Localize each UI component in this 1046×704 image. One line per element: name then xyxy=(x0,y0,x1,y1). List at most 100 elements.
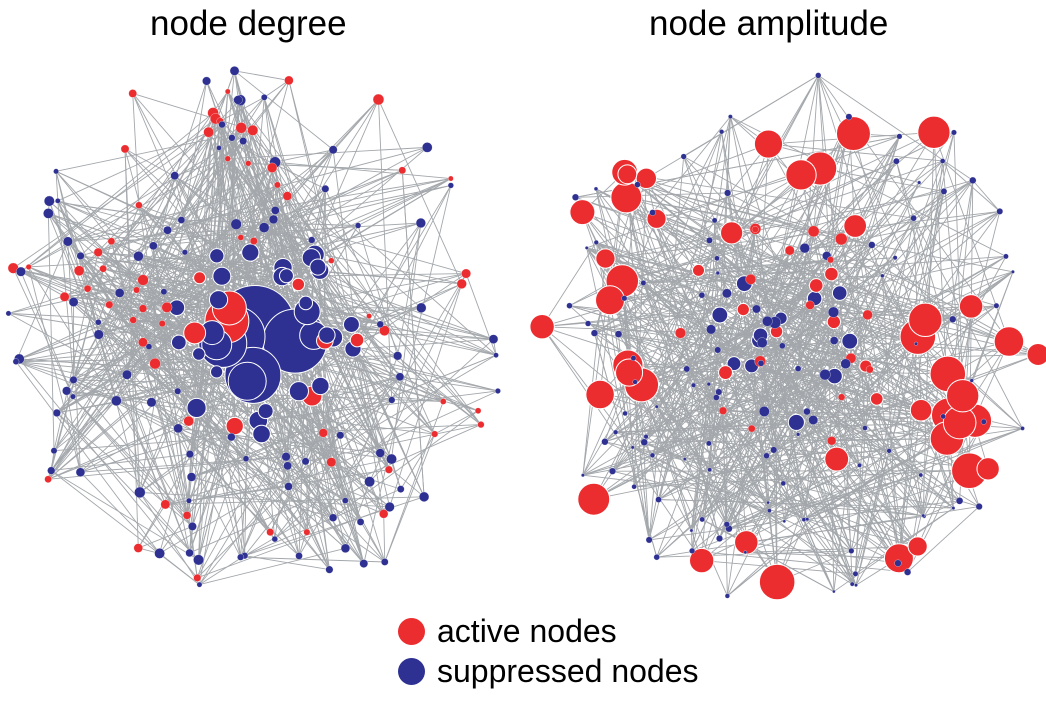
suppressed-node xyxy=(640,280,647,286)
active-node xyxy=(193,271,207,285)
suppressed-node xyxy=(70,393,76,400)
network-node-amplitude xyxy=(529,72,1046,601)
suppressed-node xyxy=(614,330,623,338)
suppressed-node xyxy=(114,288,125,298)
network-edge xyxy=(727,192,770,511)
network-edge xyxy=(311,376,401,397)
network-edge xyxy=(176,239,312,309)
network-edge xyxy=(47,353,200,480)
network-edge xyxy=(12,267,74,397)
suppressed-node xyxy=(311,376,330,396)
suppressed-node xyxy=(630,355,637,361)
network-edge xyxy=(644,438,947,443)
network-edge xyxy=(111,241,232,438)
network-edge xyxy=(240,395,313,558)
network-edge xyxy=(189,344,218,553)
network-edge xyxy=(727,192,900,559)
suppressed-node xyxy=(230,218,242,230)
active-node xyxy=(237,234,244,241)
network-edge xyxy=(848,116,866,429)
network-edge xyxy=(953,132,964,396)
network-edge xyxy=(142,195,288,281)
network-edge xyxy=(656,218,949,416)
active-node xyxy=(461,268,471,279)
network-edge xyxy=(234,70,289,81)
network-edge xyxy=(618,333,870,370)
suppressed-node xyxy=(146,397,157,408)
suppressed-node xyxy=(328,513,338,522)
network-edge xyxy=(652,212,1039,355)
network-edge xyxy=(751,168,821,429)
active-node xyxy=(120,144,130,154)
active-node xyxy=(99,265,107,273)
network-edge xyxy=(194,121,221,333)
network-edge xyxy=(595,188,899,564)
network-edge xyxy=(594,333,658,558)
suppressed-node xyxy=(216,145,222,151)
suppressed-node xyxy=(63,236,73,247)
network-edge xyxy=(806,116,850,412)
network-edge xyxy=(287,395,313,466)
network-edge xyxy=(850,416,944,552)
suppressed-node xyxy=(940,188,948,195)
network-edge xyxy=(645,178,857,586)
suppressed-node xyxy=(233,95,243,105)
network-edge xyxy=(804,244,872,249)
network-edge xyxy=(258,390,498,422)
network-edge xyxy=(139,492,199,561)
network-edge xyxy=(817,75,974,181)
network-edge xyxy=(357,225,399,356)
active-node xyxy=(149,358,161,370)
network-edge xyxy=(176,118,217,308)
suppressed-node xyxy=(202,76,211,86)
suppressed-node xyxy=(364,476,375,487)
network-edge xyxy=(151,401,386,563)
network-edge xyxy=(709,160,943,241)
network-edge xyxy=(701,398,877,520)
suppressed-node xyxy=(815,72,822,79)
network-edge xyxy=(541,242,597,327)
network-edge xyxy=(234,70,334,151)
legend-active: active nodes xyxy=(398,613,617,650)
network-edge xyxy=(632,421,797,448)
suppressed-node xyxy=(342,316,360,333)
suppressed-node xyxy=(719,129,725,135)
network-edge xyxy=(633,178,647,487)
suppressed-node xyxy=(706,237,713,244)
network-edge xyxy=(796,395,963,423)
network-edge xyxy=(850,180,974,359)
suppressed-node xyxy=(758,406,770,417)
network-edge xyxy=(73,379,247,460)
active-node xyxy=(133,286,140,294)
suppressed-node xyxy=(780,480,786,487)
suppressed-node xyxy=(149,241,158,251)
suppressed-node xyxy=(653,554,660,561)
suppressed-node xyxy=(699,516,705,523)
suppressed-node xyxy=(111,395,122,406)
active-node xyxy=(183,415,194,427)
suppressed-node xyxy=(359,559,369,568)
active-node xyxy=(274,181,281,189)
suppressed-node xyxy=(832,589,836,594)
suppressed-node xyxy=(801,517,807,522)
network-edge xyxy=(541,326,808,412)
suppressed-node xyxy=(770,446,778,454)
suppressed-node xyxy=(210,365,224,379)
suppressed-node xyxy=(278,268,294,284)
network-edge xyxy=(379,185,452,325)
network-edge xyxy=(813,231,866,429)
suppressed-node xyxy=(951,129,957,136)
suppressed-node xyxy=(354,222,362,229)
network-edge xyxy=(275,161,451,179)
network-edge xyxy=(191,476,334,519)
suppressed-node xyxy=(993,302,1000,309)
network-edge xyxy=(604,441,785,522)
network-edge xyxy=(47,213,55,451)
suppressed-node xyxy=(715,388,723,396)
suppressed-node xyxy=(185,548,194,558)
suppressed-node xyxy=(689,547,696,554)
network-edge xyxy=(274,149,334,163)
suppressed-node xyxy=(75,467,86,477)
active-node xyxy=(585,379,615,410)
